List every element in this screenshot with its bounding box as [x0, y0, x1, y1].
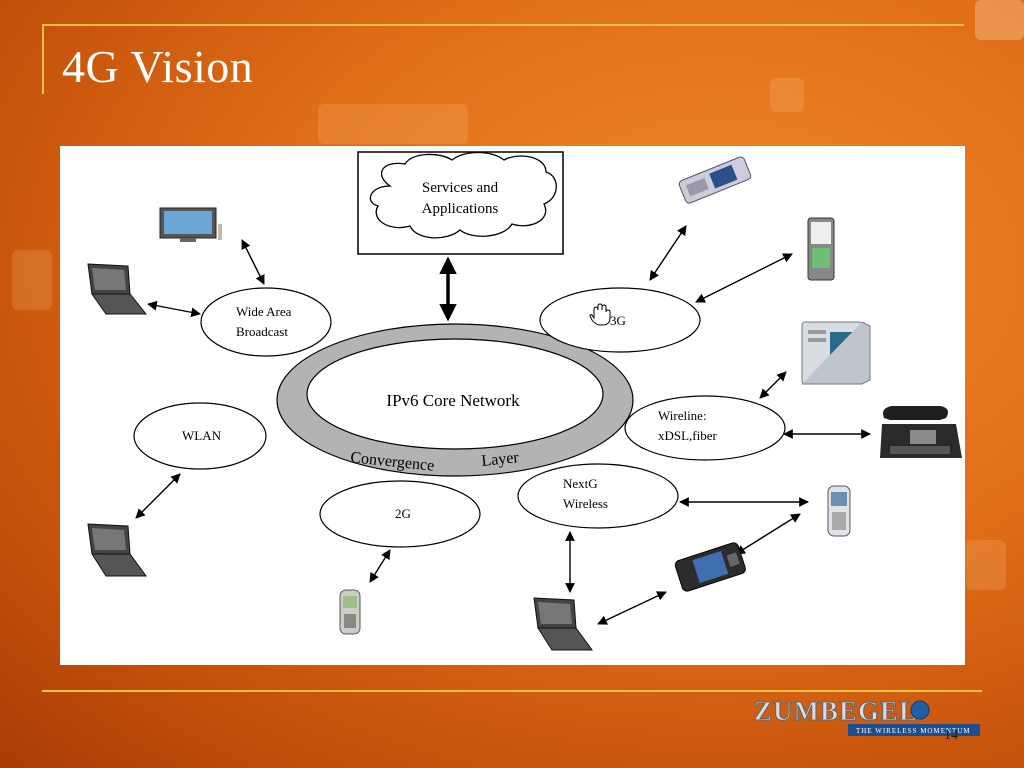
company-logo: ZUMBEGEL THE WIRELESS MOMENTUM	[752, 694, 984, 740]
hand-cursor-icon	[589, 303, 611, 326]
network-diagram: Services and Applications IPv6 Core Netw…	[87, 151, 962, 651]
wide-area-label-line2: Broadcast	[236, 324, 288, 339]
top-rule-vertical	[42, 24, 44, 94]
mobile-phone-icon	[827, 485, 851, 537]
convergence-layer-ring: IPv6 Core Network Convergence Layer	[276, 323, 634, 477]
wireline-label-line1: Wireline:	[658, 408, 707, 423]
laptop-icon	[87, 263, 148, 315]
handheld-device-icon	[674, 542, 746, 592]
desktop-computer-icon	[801, 321, 871, 385]
node-wide-area-broadcast: Wide Area Broadcast	[200, 287, 332, 357]
2g-label: 2G	[395, 506, 411, 521]
arrow-laptop-wide-area	[147, 300, 201, 318]
arrow-laptop-handheld	[597, 591, 667, 625]
background-tile	[975, 0, 1024, 40]
nextg-label-line1: NextG	[563, 476, 598, 491]
arrow-tv-wide-area	[241, 239, 265, 285]
top-rule	[44, 24, 964, 26]
3g-label: 3G	[610, 313, 626, 328]
services-box: Services and Applications	[357, 151, 564, 255]
laptop-icon	[533, 597, 593, 651]
desk-phone-icon	[880, 406, 962, 458]
wide-area-label-line1: Wide Area	[236, 304, 292, 319]
mobile-phone-icon	[339, 589, 361, 635]
arrow-desktop-wireline	[759, 371, 787, 399]
page-number: 14	[944, 728, 958, 743]
connection-arrows	[135, 225, 871, 625]
laptop-icon	[87, 523, 147, 577]
services-label-line2: Applications	[422, 201, 499, 217]
core-network-label: IPv6 Core Network	[386, 391, 520, 410]
arrow-smartphone-3g	[695, 253, 793, 303]
bottom-rule	[42, 690, 982, 692]
node-wlan: WLAN	[133, 402, 267, 470]
smartphone-icon	[807, 217, 835, 281]
node-2g: 2G	[319, 480, 481, 548]
slide-title: 4G Vision	[62, 41, 254, 92]
tv-icon	[159, 207, 222, 242]
nextg-label-line2: Wireless	[563, 496, 608, 511]
arrow-handheld-mobile	[735, 513, 801, 555]
ring-label-layer: Layer	[481, 449, 521, 470]
pda-phone-icon	[678, 156, 752, 204]
background-tile	[12, 250, 52, 310]
node-wireline: Wireline: xDSL,fiber	[624, 395, 786, 461]
wireline-label-line2: xDSL,fiber	[658, 428, 718, 443]
node-nextg-wireless: NextG Wireless	[517, 463, 679, 529]
wlan-label: WLAN	[182, 428, 222, 443]
background-tile	[966, 540, 1006, 590]
cloud-shape	[369, 151, 557, 239]
node-3g: 3G	[539, 287, 701, 353]
arrow-pda-3g	[649, 225, 687, 281]
logo-globe-icon	[910, 700, 930, 720]
diagram-panel: Services and Applications IPv6 Core Netw…	[60, 146, 965, 665]
logo-tagline: THE WIRELESS MOMENTUM	[856, 727, 971, 735]
arrow-mobile-2g	[369, 549, 391, 583]
background-tile	[770, 78, 804, 112]
background-tile	[318, 104, 468, 144]
arrow-laptop-wlan	[135, 473, 181, 519]
services-label-line1: Services and	[422, 180, 499, 196]
logo-wordmark: ZUMBEGEL	[754, 696, 918, 726]
